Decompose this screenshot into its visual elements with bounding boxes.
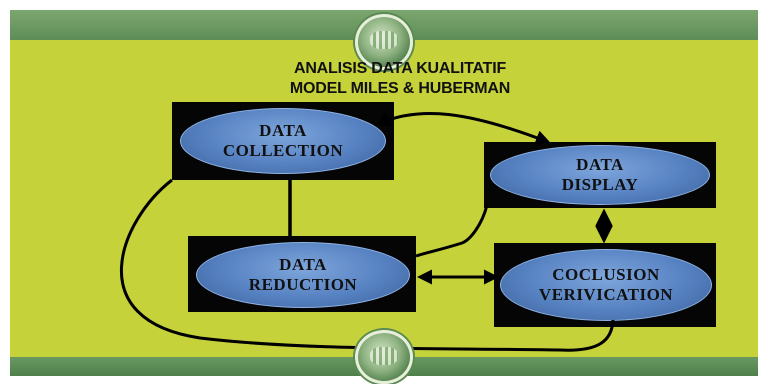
data-collection-box: DATA COLLECTION — [172, 102, 394, 180]
slide: ANALISIS DATA KUALITATIF MODEL MILES & H… — [10, 10, 758, 384]
conclusion-node: COCLUSION VERIVICATION — [500, 249, 712, 321]
top-emblem-logo — [355, 14, 413, 70]
data-reduction-node: DATA REDUCTION — [196, 242, 410, 308]
data-collection-label-2: COLLECTION — [222, 141, 344, 160]
data-collection-label-1: DATA — [259, 121, 307, 140]
flow-arrows — [120, 111, 615, 352]
arrow-display-to-reduction — [415, 204, 489, 258]
bottom-emblem-logo — [355, 330, 413, 384]
data-display-box: DATA DISPLAY — [484, 142, 716, 208]
title-line-1: ANALISIS DATA KUALITATIF — [293, 60, 507, 77]
data-display-label-1: DATA — [576, 155, 624, 174]
data-reduction-box: DATA REDUCTION — [188, 236, 416, 312]
conclusion-box: COCLUSION VERIVICATION — [494, 243, 716, 327]
data-collection-node: DATA COLLECTION — [180, 108, 386, 174]
data-display-node: DATA DISPLAY — [490, 145, 710, 205]
conclusion-label-2: VERIVICATION — [538, 285, 674, 304]
title-line-2: MODEL MILES & HUBERMAN — [289, 80, 511, 97]
arrow-collection-loop — [120, 178, 615, 352]
arrow-collection-display-curve — [375, 111, 551, 145]
data-reduction-label-1: DATA — [279, 255, 327, 274]
data-reduction-label-2: REDUCTION — [248, 275, 358, 294]
data-display-label-2: DISPLAY — [561, 175, 639, 194]
conclusion-label-1: COCLUSION — [552, 265, 660, 284]
